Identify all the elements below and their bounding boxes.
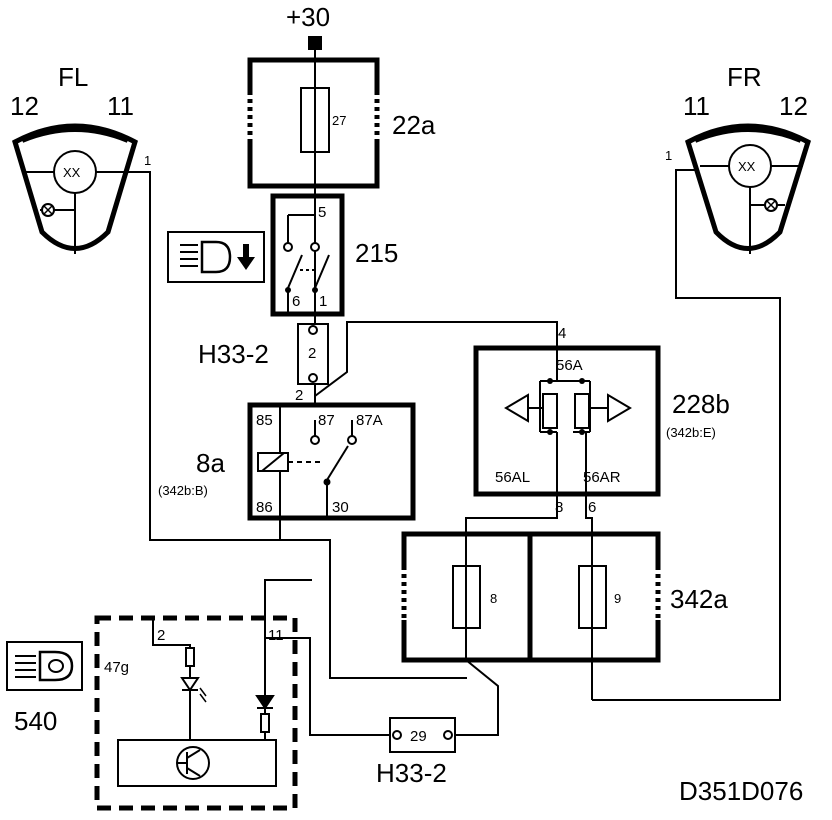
connector-lower-pin: 29	[410, 728, 427, 745]
instrument-pin-2: 2	[157, 627, 165, 644]
instrument-47g: 47g 2 11	[94, 615, 298, 811]
lamp-fr-pin-1: 1	[665, 148, 672, 163]
flasher-pin-4: 4	[558, 325, 566, 342]
flasher-228b-label: 228b	[672, 389, 730, 419]
relay-8a-label: 8a	[196, 448, 225, 478]
flasher-56ar: 56AR	[583, 469, 621, 486]
relay-pin-87a: 87A	[356, 412, 383, 429]
supply-label: +30	[286, 2, 330, 32]
connector-h33-2-lower: 29 H33-2	[376, 717, 456, 788]
lamp-fr-bulb: XX	[738, 159, 756, 174]
lamp-fl-pin-12: 12	[10, 91, 39, 121]
indicator-540-label: 540	[14, 706, 57, 736]
switch-pin-6: 6	[292, 293, 300, 310]
flasher-228b-ref: (342b:E)	[666, 425, 716, 440]
flasher-pin-8: 8	[555, 499, 563, 516]
lamp-fl-bulb: XX	[63, 165, 81, 180]
lamp-fr-pin-11: 11	[683, 91, 710, 121]
switch-215: 5 6 1 215	[270, 193, 398, 317]
relay-pin-86: 86	[256, 499, 273, 516]
fuse-9-label: 9	[614, 591, 621, 606]
connector-lower-label: H33-2	[376, 758, 447, 788]
fuse-box-342a-label: 342a	[670, 584, 728, 614]
lamp-fr-pin-12: 12	[779, 91, 808, 121]
fuse-27-label: 27	[332, 113, 346, 128]
lamp-fr-label: FR	[727, 62, 762, 92]
instrument-pin-11: 11	[268, 627, 284, 644]
switch-pin-1: 1	[319, 293, 327, 310]
lamp-fl-pin-1: 1	[144, 153, 151, 168]
switch-215-label: 215	[355, 238, 398, 268]
flasher-228b: 4 56A 56AL 56AR 8 6 228b (342b:E)	[473, 325, 730, 516]
fuse-box-22a-label: 22a	[392, 110, 436, 140]
relay-lead-2: 2	[295, 387, 303, 404]
relay-pin-85: 85	[256, 412, 273, 429]
lamp-fr: XX FR 11 12 1	[665, 62, 812, 254]
flasher-56al: 56AL	[495, 469, 530, 486]
supply-terminal	[308, 36, 322, 50]
flasher-pin-6: 6	[588, 499, 596, 516]
lamp-fl: XX FL 12 11 1	[10, 62, 151, 254]
indicator-540: 540	[6, 641, 83, 736]
wires	[130, 50, 781, 740]
relay-pin-30: 30	[332, 499, 349, 516]
connector-upper-label: H33-2	[198, 339, 269, 369]
relay-pin-87: 87	[318, 412, 335, 429]
headlight-switch-icon	[167, 231, 265, 283]
fuse-box-22a: 27 22a	[246, 57, 436, 189]
fuse-box-342a: 8 9 342a	[400, 531, 728, 663]
relay-8a-ref: (342b:B)	[158, 483, 208, 498]
connector-h33-2-upper: 2 H33-2	[198, 323, 329, 385]
flasher-56a: 56A	[556, 357, 583, 374]
connector-upper-pin: 2	[308, 345, 316, 362]
lamp-fl-label: FL	[58, 62, 88, 92]
relay-8a: 85 87 87A 86 30 2 8a (342b:B)	[158, 387, 416, 521]
diagram-id: D351D076	[679, 776, 803, 806]
instrument-47g-label: 47g	[104, 659, 129, 676]
lamp-fl-pin-11: 11	[107, 91, 134, 121]
switch-pin-5: 5	[318, 204, 326, 221]
fuse-8-label: 8	[490, 591, 497, 606]
